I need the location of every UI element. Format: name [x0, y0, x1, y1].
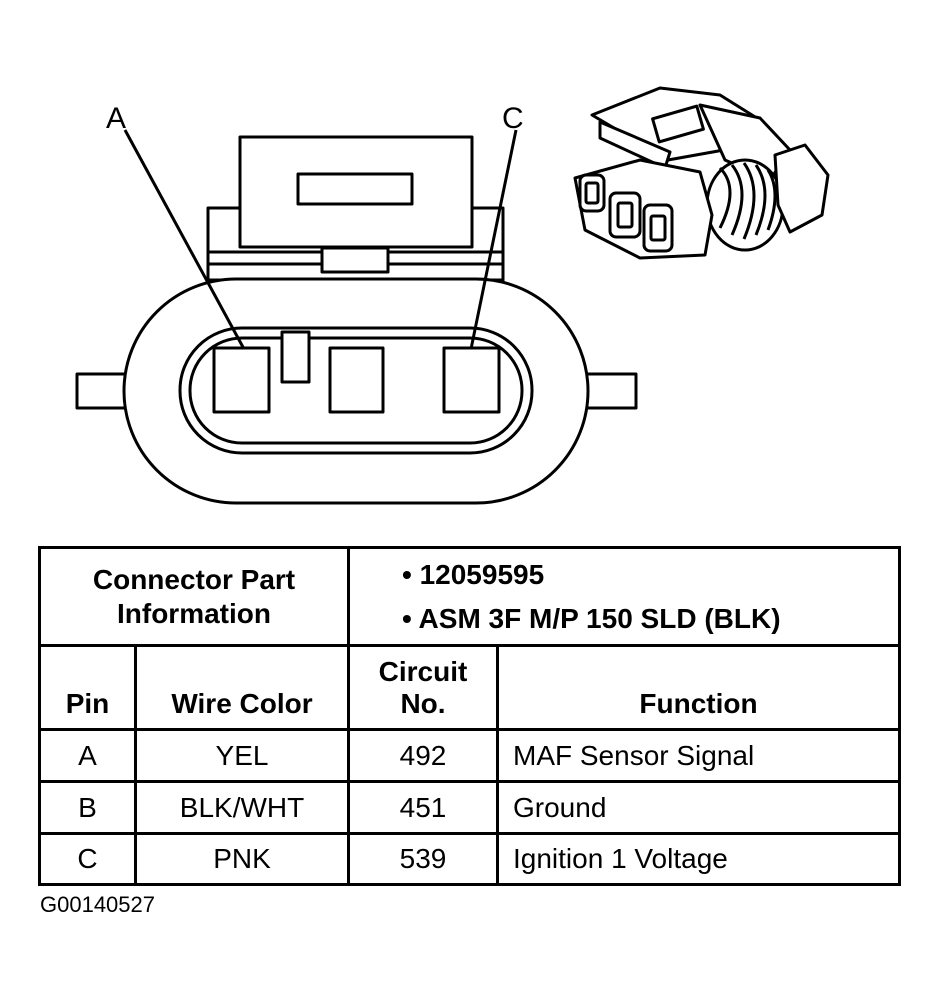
column-header-pin: Pin: [38, 644, 137, 731]
pin-label-a: A: [106, 102, 126, 135]
connector-face-diagram: A C: [75, 86, 830, 505]
circuit-cell: 492: [347, 728, 499, 783]
connector-part-information-cell: Connector Part Information: [38, 546, 350, 647]
circuit-cell: 451: [347, 780, 499, 835]
pin-cell: A: [38, 728, 137, 783]
function-cell: Ignition 1 Voltage: [496, 832, 901, 886]
part-number-item: • ASM 3F M/P 150 SLD (BLK): [402, 602, 781, 634]
table-row: C PNK 539 Ignition 1 Voltage: [38, 832, 901, 886]
connector-3d-illustration: [573, 86, 830, 260]
pin-cavity-a: [212, 346, 271, 414]
circuit-cell: 539: [347, 832, 499, 886]
wire-color-cell: YEL: [134, 728, 350, 783]
polarization-key: [280, 330, 311, 384]
pin-cell: C: [38, 832, 137, 886]
column-header-function: Function: [496, 644, 901, 731]
locking-housing: [206, 135, 505, 300]
leader-line-c: [469, 129, 518, 350]
connector-info-table: Connector Part Information • 12059595 • …: [38, 546, 901, 886]
function-cell: MAF Sensor Signal: [496, 728, 901, 783]
part-numbers-cell: • 12059595 • ASM 3F M/P 150 SLD (BLK): [347, 546, 901, 647]
inner-rim: [178, 326, 534, 455]
part-number-item: • 12059595: [402, 558, 545, 590]
pin-cavity-c: [442, 346, 501, 414]
column-header-wire-color: Wire Color: [134, 644, 350, 731]
pin-label-c: C: [502, 102, 524, 135]
table-row: A YEL 492 MAF Sensor Signal: [38, 728, 901, 783]
leader-line-a: [123, 129, 246, 350]
inner-face: [188, 336, 524, 445]
column-header-circuit: Circuit No.: [347, 644, 499, 731]
function-cell: Ground: [496, 780, 901, 835]
figure-code: G00140527: [40, 892, 155, 917]
pin-cell: B: [38, 780, 137, 835]
table-row: B BLK/WHT 451 Ground: [38, 780, 901, 835]
pin-cavity-b: [328, 346, 385, 414]
wire-color-cell: BLK/WHT: [134, 780, 350, 835]
connector-part-information-label: Connector Part Information: [92, 563, 296, 629]
wire-color-cell: PNK: [134, 832, 350, 886]
